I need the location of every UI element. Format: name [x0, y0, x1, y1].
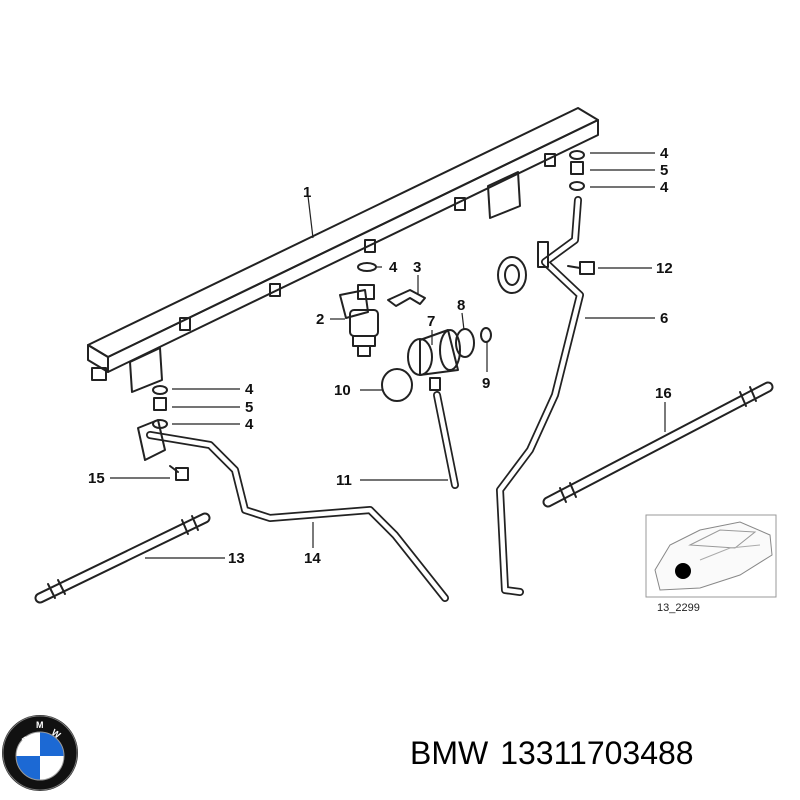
callout-9: 9 — [482, 375, 490, 392]
engine-location-marker — [675, 563, 691, 579]
fuel-rail — [87, 107, 599, 393]
callout-4: 4 — [245, 416, 254, 433]
seal-ring — [569, 181, 585, 191]
part-caption: BMW 13311703488 — [410, 735, 706, 772]
callout-7: 7 — [427, 313, 435, 330]
inset-code: 13_2299 — [657, 602, 700, 614]
callout-5: 5 — [245, 399, 253, 416]
bolt-12 — [567, 261, 595, 275]
fuel-line-6 — [496, 196, 584, 596]
callout-10: 10 — [334, 382, 351, 399]
hose-13 — [34, 512, 211, 604]
svg-text:M: M — [36, 720, 44, 730]
part-number: 13311703488 — [500, 735, 694, 771]
fuel-injector — [339, 284, 379, 357]
o-ring — [357, 262, 377, 272]
seal-ring — [569, 150, 585, 160]
hose-16 — [542, 381, 774, 508]
clamp-ring-10 — [381, 368, 413, 402]
callout-12: 12 — [656, 260, 673, 277]
callout-2: 2 — [316, 311, 324, 328]
sleeve — [153, 397, 167, 411]
pressure-regulator — [407, 329, 461, 391]
svg-text:B: B — [20, 734, 31, 746]
sleeve — [570, 161, 584, 175]
callout-14: 14 — [304, 550, 321, 567]
callout-4: 4 — [245, 381, 254, 398]
seal-ring — [152, 385, 168, 395]
o-ring-8 — [455, 328, 475, 358]
brand-name: BMW — [410, 735, 489, 771]
callout-16: 16 — [655, 385, 672, 402]
callout-8: 8 — [457, 297, 465, 314]
callout-11: 11 — [336, 472, 352, 489]
callout-6: 6 — [660, 310, 668, 327]
callout-5: 5 — [660, 162, 668, 179]
injector-clip — [387, 289, 426, 307]
bolt-15 — [169, 465, 189, 481]
vehicle-location-inset — [645, 514, 777, 598]
callout-4: 4 — [389, 259, 398, 276]
callout-15: 15 — [88, 470, 105, 487]
fuel-line-14 — [137, 419, 449, 602]
callout-13: 13 — [228, 550, 245, 567]
bmw-roundel-icon: B M W — [2, 715, 78, 791]
callout-4: 4 — [660, 145, 669, 162]
callout-1: 1 — [303, 184, 311, 201]
o-ring-9 — [480, 327, 492, 343]
callout-3: 3 — [413, 259, 421, 276]
callout-4: 4 — [660, 179, 669, 196]
callout-leaders — [110, 152, 666, 559]
